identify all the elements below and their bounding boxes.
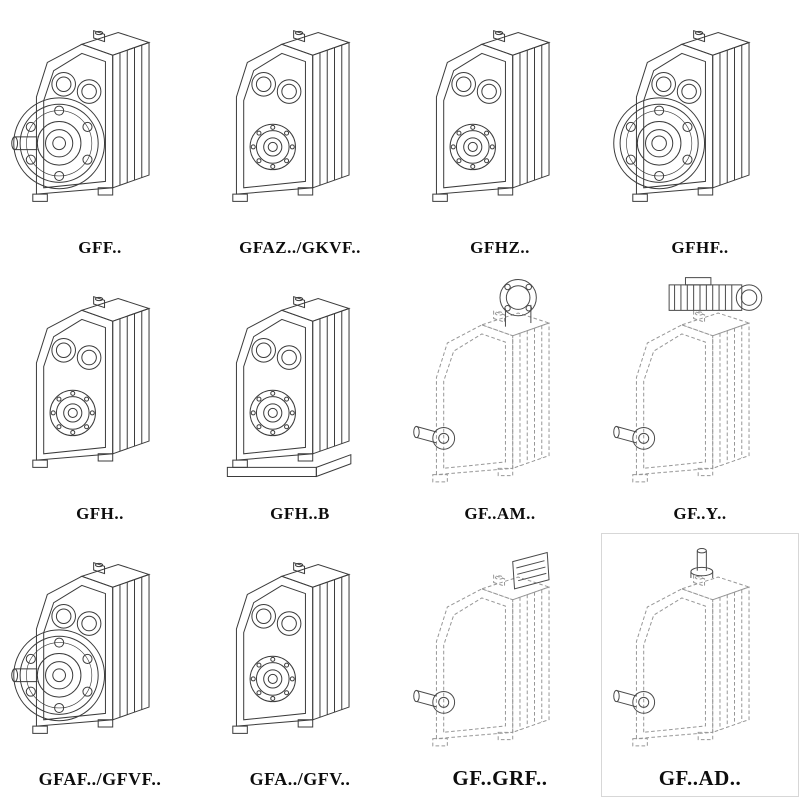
- gearbox-hollow-drawing: [232, 561, 351, 734]
- gearbox-cell: GF..Y..: [600, 266, 800, 532]
- gearbox-drawing-container: [402, 270, 598, 505]
- gearbox-flange-hollow-drawing: [613, 30, 751, 203]
- gearbox-adapter-drawing: [413, 279, 551, 483]
- gearbox-drawing-container: [2, 4, 198, 239]
- gearbox-label: GFA../GFV..: [249, 769, 351, 790]
- gearbox-cell: GFAZ../GKVF..: [200, 0, 400, 266]
- gearbox-drawing-container: [602, 536, 798, 767]
- gearbox-cell: GFAF../GFVF..: [0, 532, 200, 798]
- gearbox-label: GF..GRF..: [452, 765, 548, 790]
- gearbox-drawing-container: [402, 4, 598, 239]
- gearbox-drawing-container: [602, 270, 798, 505]
- gearbox-cell: GFHZ..: [400, 0, 600, 266]
- gearbox-label: GFH..B: [270, 504, 330, 524]
- gearbox-cell: GF..AD..: [600, 532, 800, 798]
- gearbox-drawing-container: [602, 4, 798, 239]
- gearbox-cell: GFH..B: [200, 266, 400, 532]
- gearbox-label: GF..AM..: [464, 504, 536, 524]
- gearbox-drawing-container: [402, 536, 598, 767]
- gearbox-cell: GF..GRF..: [400, 532, 600, 798]
- gearbox-label: GFAZ../GKVF..: [239, 238, 361, 258]
- gearbox-hollow-drawing: [232, 30, 351, 203]
- gearbox-drawing-container: [2, 536, 198, 770]
- gearbox-label: GFHF..: [671, 238, 729, 258]
- gearbox-flange-shaft-drawing: [11, 561, 151, 734]
- gearbox-cover-drawing: [413, 551, 551, 747]
- gearbox-label: GFHZ..: [470, 238, 530, 258]
- gearbox-label: GFAF../GFVF..: [38, 769, 162, 790]
- gearbox-drawing-container: [2, 270, 198, 505]
- gearbox-hollow-base-drawing: [226, 296, 352, 478]
- gearbox-cell: GFA../GFV..: [200, 532, 400, 798]
- gearbox-hollow-drawing: [432, 30, 551, 203]
- gearbox-cell: GF..AM..: [400, 266, 600, 532]
- gearbox-label: GF..Y..: [673, 504, 727, 524]
- gearbox-input-shaft-drawing: [613, 547, 751, 747]
- gearbox-cell: GFH..: [0, 266, 200, 532]
- gearbox-motor-drawing: [613, 277, 763, 483]
- gearbox-cell: GFHF..: [600, 0, 800, 266]
- gearbox-label: GFF..: [78, 238, 122, 258]
- gearbox-drawing-container: [202, 536, 398, 770]
- gearbox-label: GF..AD..: [658, 765, 742, 790]
- gearbox-drawing-container: [202, 270, 398, 505]
- gearbox-label: GFH..: [76, 504, 124, 524]
- gearbox-drawing-container: [202, 4, 398, 239]
- gearbox-hollow-drawing: [32, 296, 151, 469]
- gearbox-cell: GFF..: [0, 0, 200, 266]
- gearbox-flange-shaft-drawing: [11, 30, 151, 203]
